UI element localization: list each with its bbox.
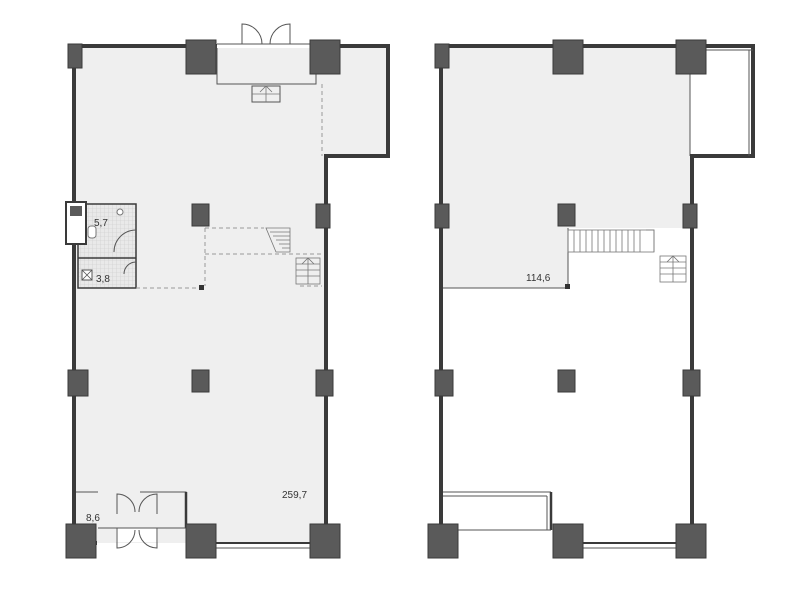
- vestibule: [76, 491, 188, 549]
- first-floor-plan: 5,7 3,8 8,6 259,7: [65, 23, 390, 559]
- bathroom-area-label: 5,7: [94, 218, 108, 229]
- stair-first-floor: [265, 227, 321, 285]
- columns-second-floor: [427, 39, 707, 559]
- entry-step-icon: [251, 85, 281, 103]
- top-entrance-door: [241, 23, 291, 45]
- vestibule-area-label: 8,6: [86, 513, 100, 524]
- bottom-opening: [443, 491, 553, 531]
- second-floor-plan: 114,6: [427, 39, 755, 559]
- stair-second-floor: [567, 229, 687, 283]
- columns-first-floor: [65, 39, 341, 559]
- utility-area-label: 3,8: [96, 274, 110, 285]
- utility-icon: [81, 269, 93, 281]
- bathroom-block: [65, 201, 137, 289]
- mezzanine-area-label: 114,6: [526, 273, 551, 284]
- main-area-label: 259,7: [282, 490, 307, 501]
